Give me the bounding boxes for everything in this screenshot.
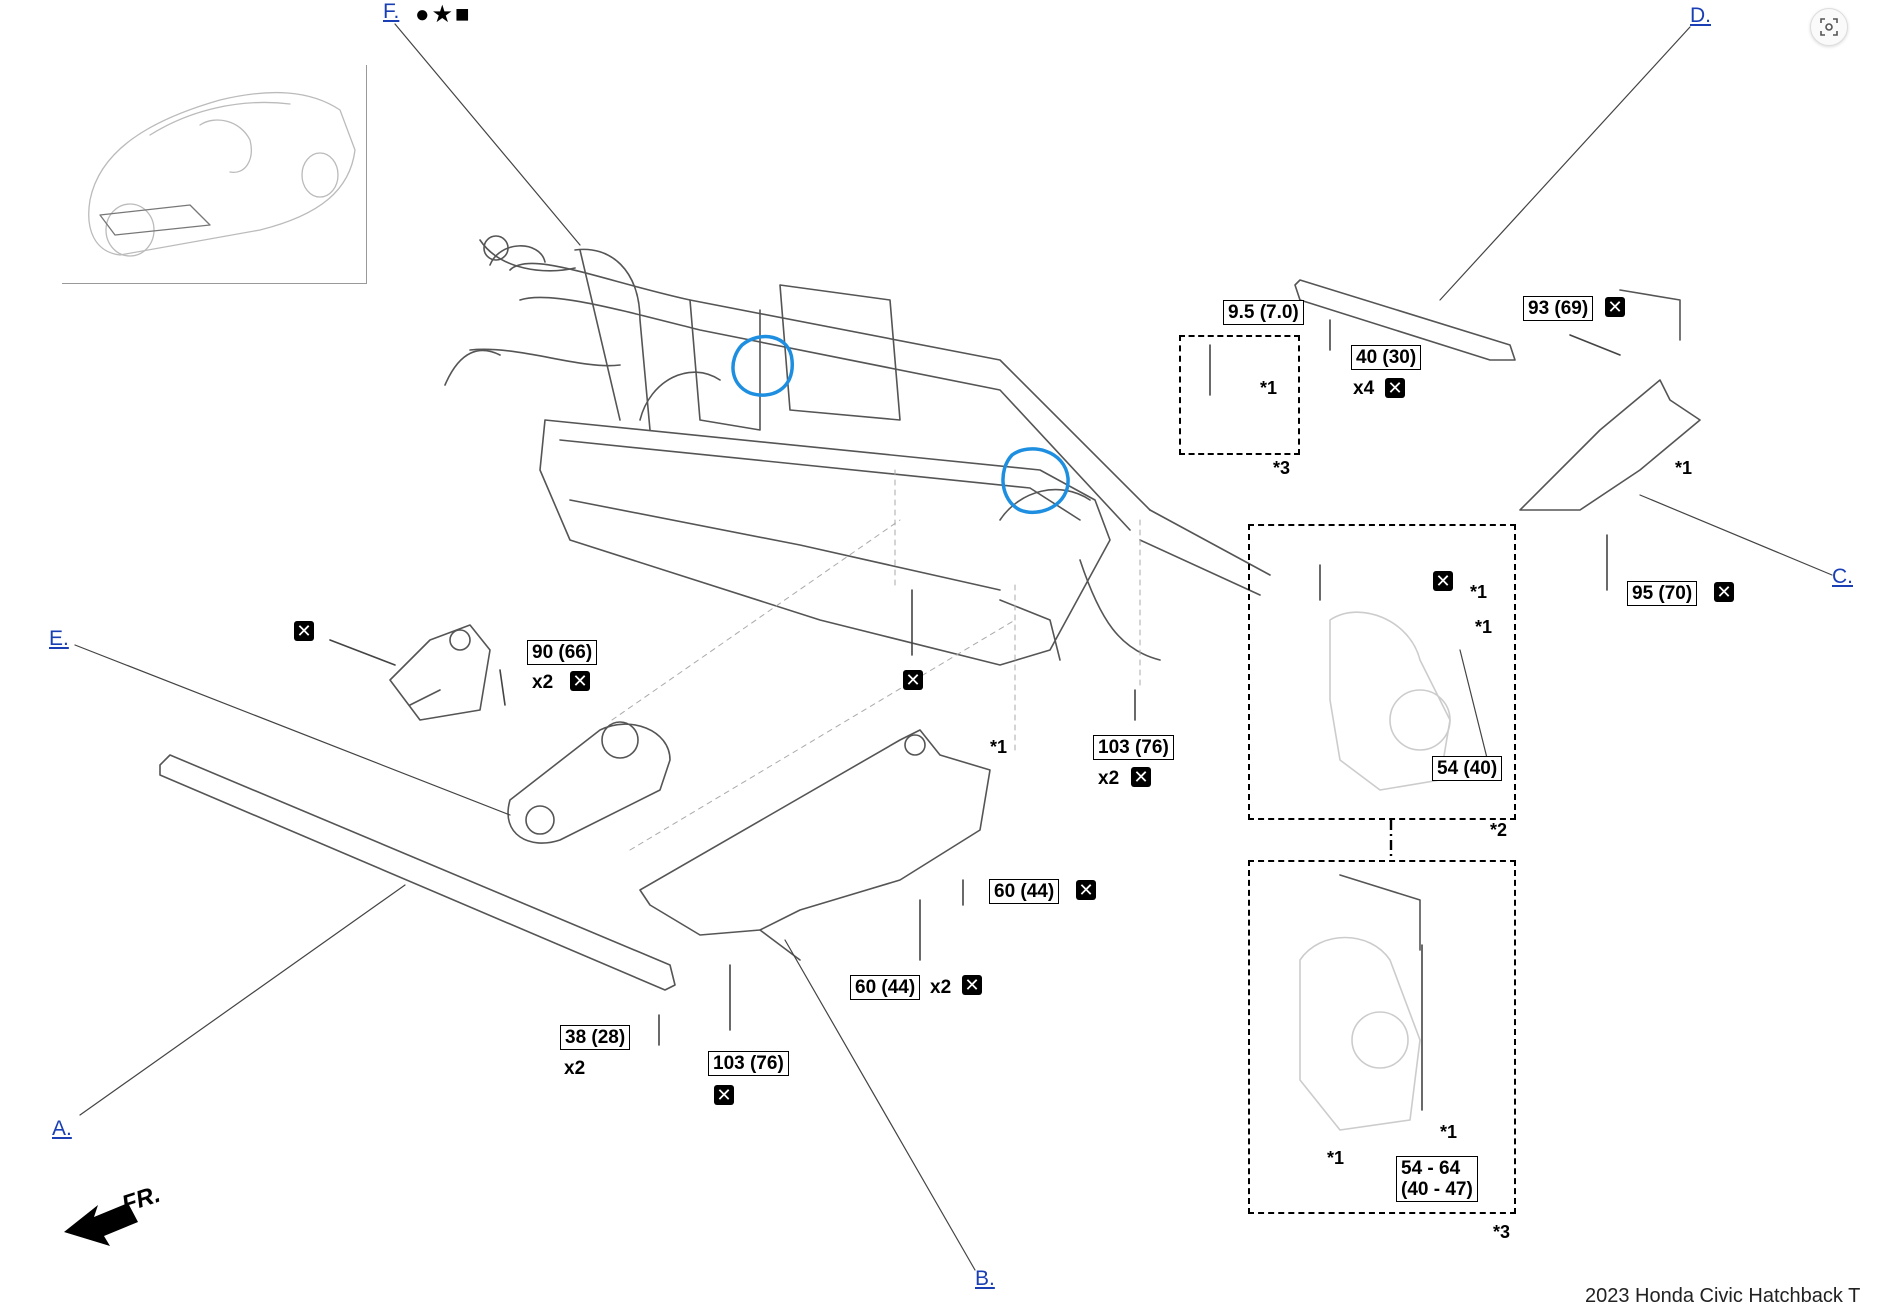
note-ref: *3 — [1273, 458, 1291, 478]
note-ref: *3 — [1493, 1222, 1511, 1242]
highlight-circles — [731, 334, 1070, 515]
callout-c[interactable]: C. — [1832, 565, 1853, 588]
stabilizer-bar — [444, 235, 1161, 661]
boxed-x-icon — [1433, 571, 1453, 591]
engine-mount-rod — [507, 721, 671, 844]
bolts — [329, 319, 1621, 1111]
boxed-x-icon — [1131, 767, 1151, 787]
quantity: x2 — [930, 977, 952, 998]
subframe-body — [539, 248, 1111, 666]
callout-f[interactable]: F. — [383, 0, 400, 23]
quantity: x2 — [564, 1058, 586, 1079]
torque-spec-range: 54 - 64 (40 - 47) — [1396, 1156, 1478, 1202]
torque-spec: 9.5 (7.0) — [1223, 300, 1304, 325]
torque-spec: 38 (28) — [560, 1025, 631, 1050]
front-brace-plate — [159, 754, 676, 991]
torque-spec: 60 (44) — [989, 879, 1060, 904]
leader-lines — [74, 23, 1833, 1271]
note-ref: *1 — [1470, 582, 1488, 602]
quantity: x2 — [1098, 768, 1120, 789]
lower-bracket — [639, 729, 991, 961]
note-ref: *1 — [1440, 1122, 1458, 1142]
rear-mount-bracket — [389, 624, 491, 721]
inset-frame — [62, 65, 367, 284]
torque-spec: 90 (66) — [527, 640, 598, 665]
callout-b[interactable]: B. — [975, 1267, 995, 1290]
screen-capture-icon[interactable] — [1810, 8, 1848, 46]
boxed-x-icon — [1605, 297, 1625, 317]
boxed-x-icon — [714, 1085, 734, 1105]
torque-spec: 93 (69) — [1523, 296, 1594, 321]
quantity: x2 — [532, 672, 554, 693]
knuckle-top — [1329, 611, 1451, 791]
callout-a[interactable]: A. — [52, 1117, 72, 1140]
torque-spec: 54 (40) — [1432, 756, 1503, 781]
note-ref: *1 — [1260, 378, 1278, 398]
callout-e[interactable]: E. — [49, 627, 69, 650]
boxed-x-icon — [903, 670, 923, 690]
boxed-x-icon — [1714, 582, 1734, 602]
boxed-x-icon — [294, 621, 314, 641]
note-ref: *1 — [1327, 1148, 1345, 1168]
torque-range-line: (40 - 47) — [1401, 1179, 1473, 1200]
note-ref: *1 — [1675, 458, 1693, 478]
note-ref: *1 — [1475, 617, 1493, 637]
detail-box-2 — [1248, 524, 1516, 820]
footer-caption: 2023 Honda Civic Hatchback T — [1585, 1285, 1861, 1307]
knuckle-bottom — [1299, 936, 1421, 1131]
side-bracket — [1519, 289, 1701, 511]
torque-range-line: 54 - 64 — [1401, 1158, 1461, 1179]
note-ref: *2 — [1490, 820, 1508, 840]
note-ref: *1 — [990, 737, 1008, 757]
arrow-front-icon — [64, 1203, 138, 1246]
inset-car-sketch — [88, 91, 356, 257]
detail-box-3 — [1248, 860, 1516, 1214]
callout-d[interactable]: D. — [1690, 4, 1711, 27]
torque-spec: 103 (76) — [1093, 735, 1174, 760]
torque-spec: 95 (70) — [1627, 581, 1698, 606]
quantity: x4 — [1353, 378, 1375, 399]
torque-spec: 60 (44) — [850, 975, 921, 1000]
boxed-x-icon — [962, 975, 982, 995]
boxed-x-icon — [1076, 880, 1096, 900]
f-symbols: ●★■ — [415, 1, 472, 28]
upper-brace — [1294, 279, 1516, 361]
boxed-x-icon — [1385, 378, 1405, 398]
steering-rack — [489, 245, 1271, 596]
detail-box-3-top — [1179, 335, 1300, 455]
boxed-x-icon — [570, 671, 590, 691]
torque-spec: 40 (30) — [1351, 345, 1422, 370]
torque-spec: 103 (76) — [708, 1051, 789, 1076]
projection-lines — [611, 469, 1141, 851]
